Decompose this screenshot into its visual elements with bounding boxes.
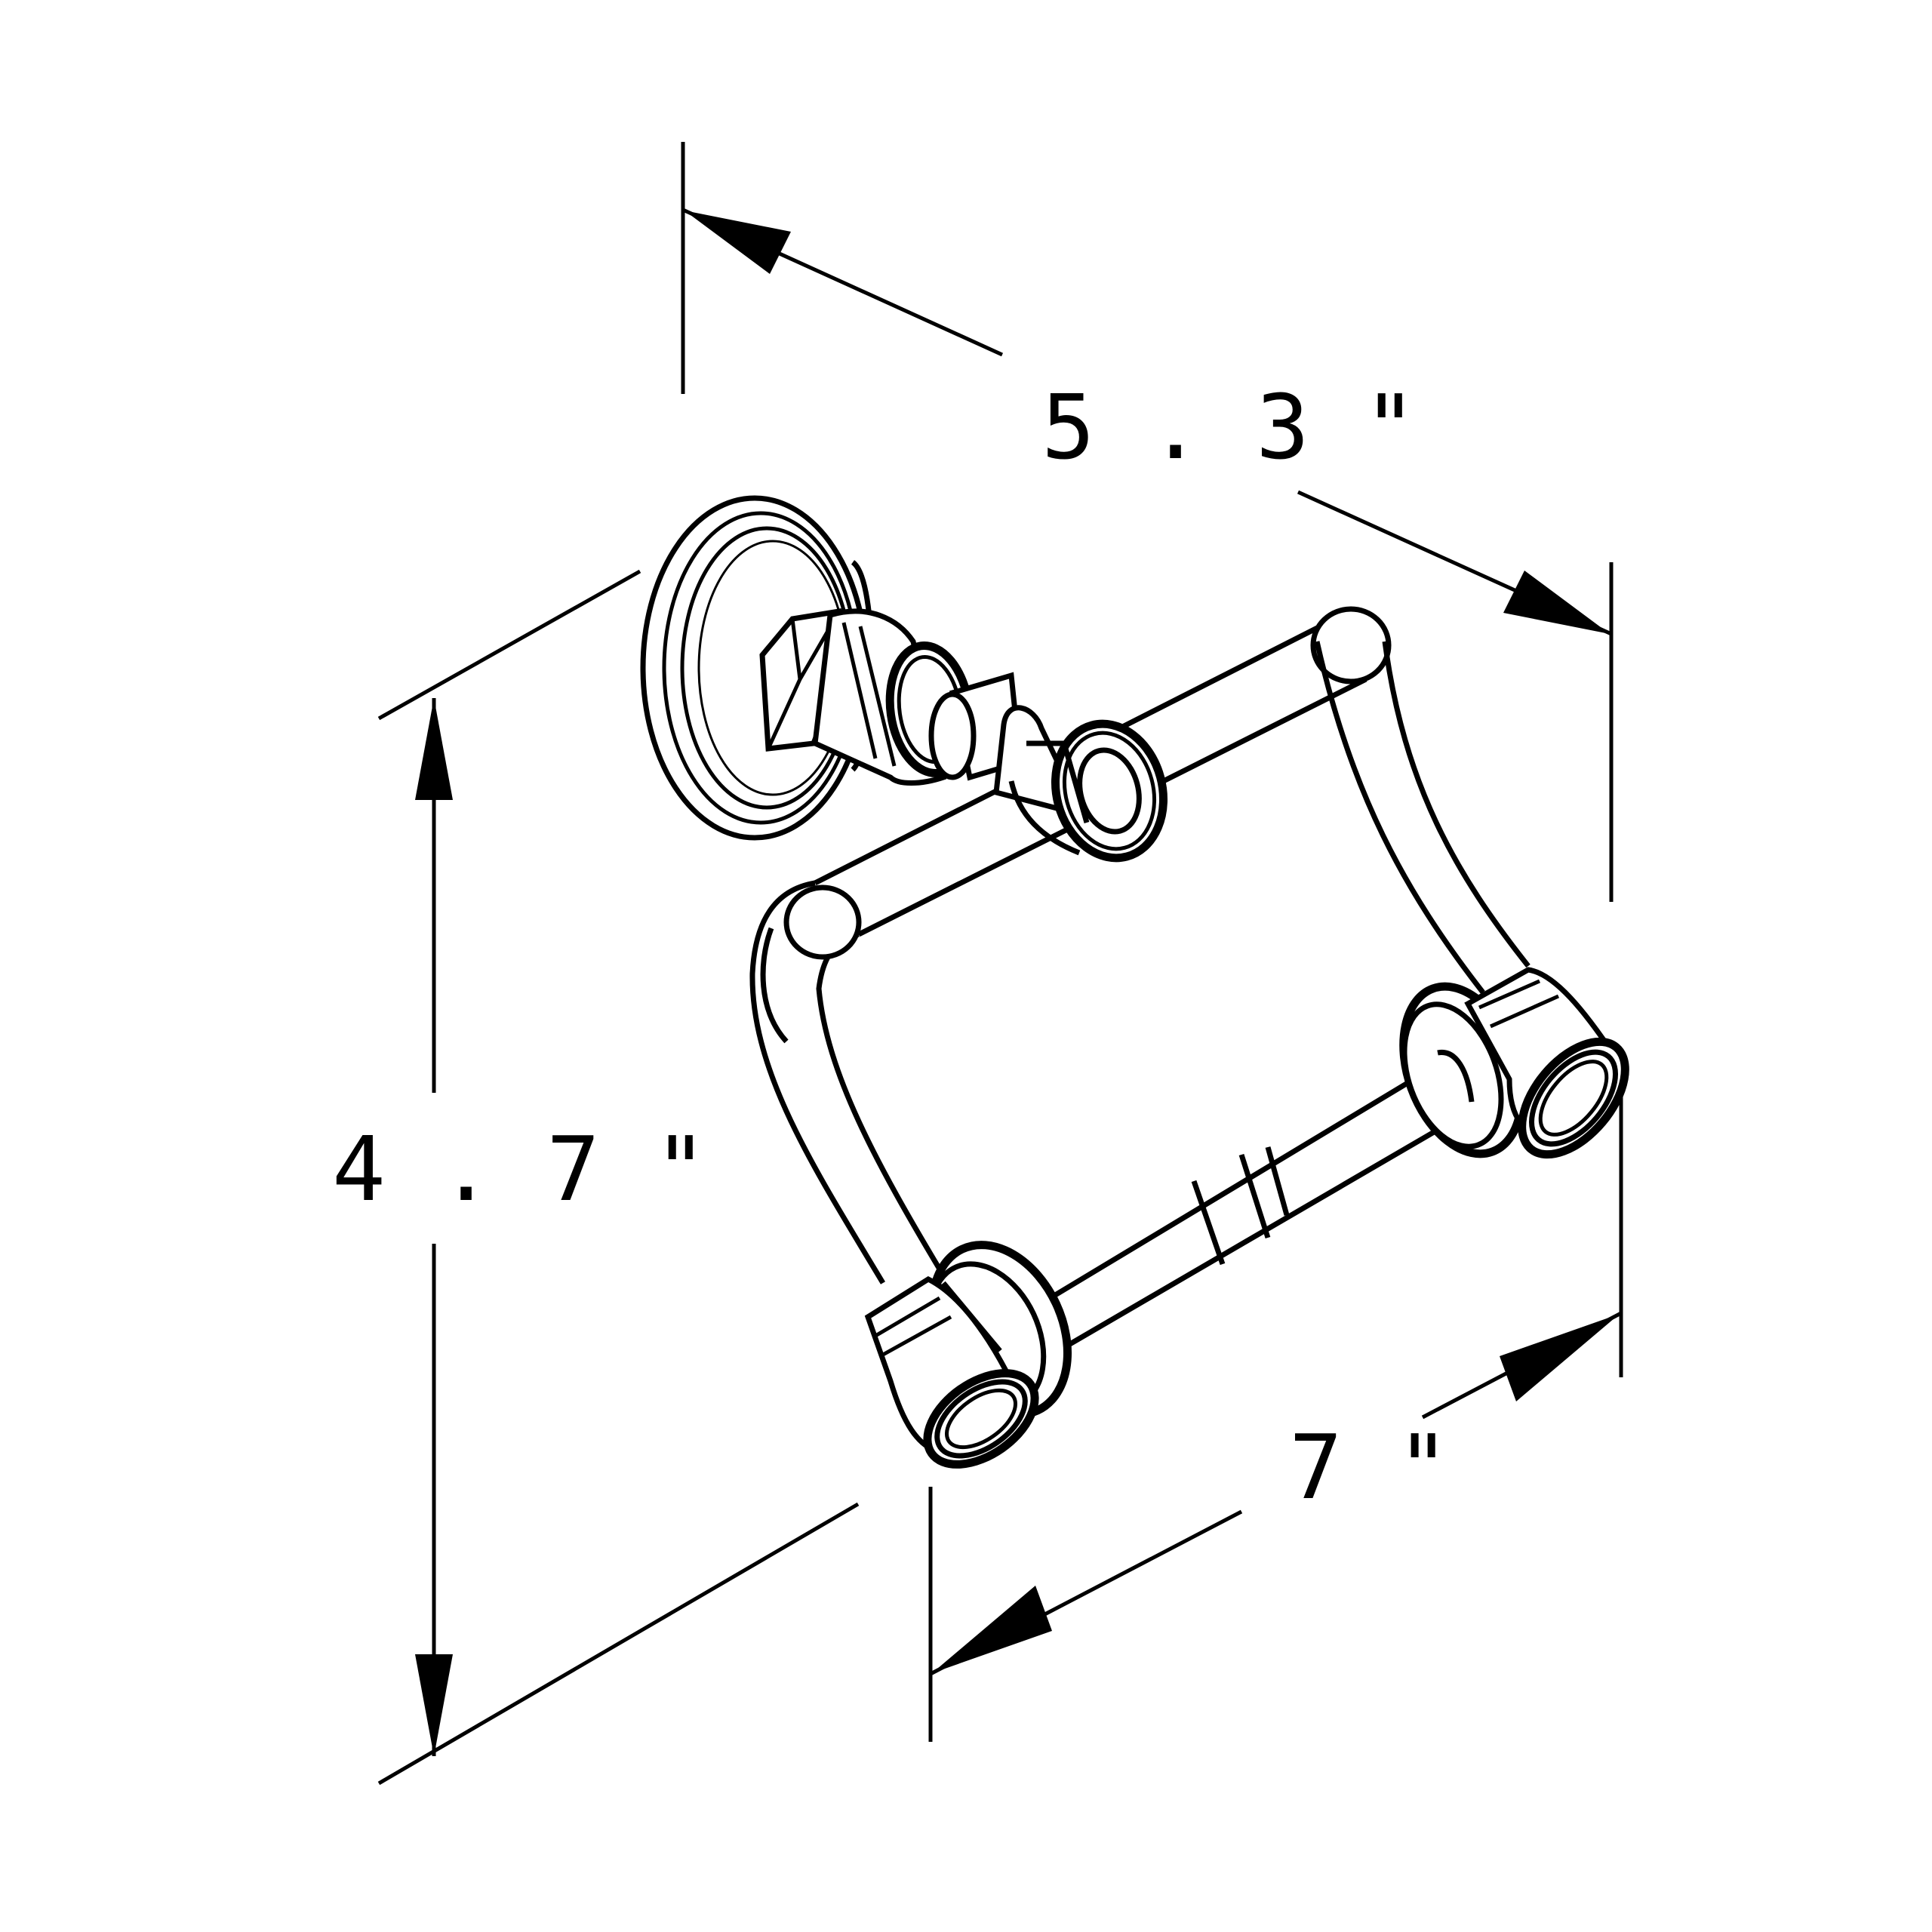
depth-dimension: 5 . 3 " — [681, 142, 1614, 902]
depth-arrowhead-back — [685, 211, 791, 274]
mount-stem — [812, 608, 1023, 786]
width-arrowhead-right — [1500, 1314, 1620, 1401]
height-dimension: 4 . 7 " — [332, 569, 860, 1786]
width-dimension: 7 " — [928, 1094, 1623, 1742]
width-label: 7 " — [1289, 1415, 1450, 1519]
width-arrowhead-left — [932, 1586, 1052, 1673]
depth-arrowhead-front — [1503, 571, 1610, 634]
height-label: 4 . 7 " — [332, 1117, 707, 1221]
holder-illustration — [640, 495, 1629, 1469]
left-end-knob — [864, 1275, 1039, 1469]
height-arrowhead-top — [415, 698, 453, 800]
height-arrowhead-bottom — [415, 1654, 453, 1756]
right-end-knob — [1464, 967, 1629, 1159]
left-curved-arm — [749, 880, 946, 1284]
depth-label: 5 . 3 " — [1041, 375, 1417, 479]
right-curved-arm — [1314, 641, 1531, 995]
height-extension-line-top — [377, 569, 641, 721]
right-flange — [1399, 982, 1526, 1158]
pivot-cap — [993, 705, 1168, 863]
height-extension-line-bottom — [377, 1502, 860, 1786]
roller-rod — [1017, 1048, 1478, 1361]
